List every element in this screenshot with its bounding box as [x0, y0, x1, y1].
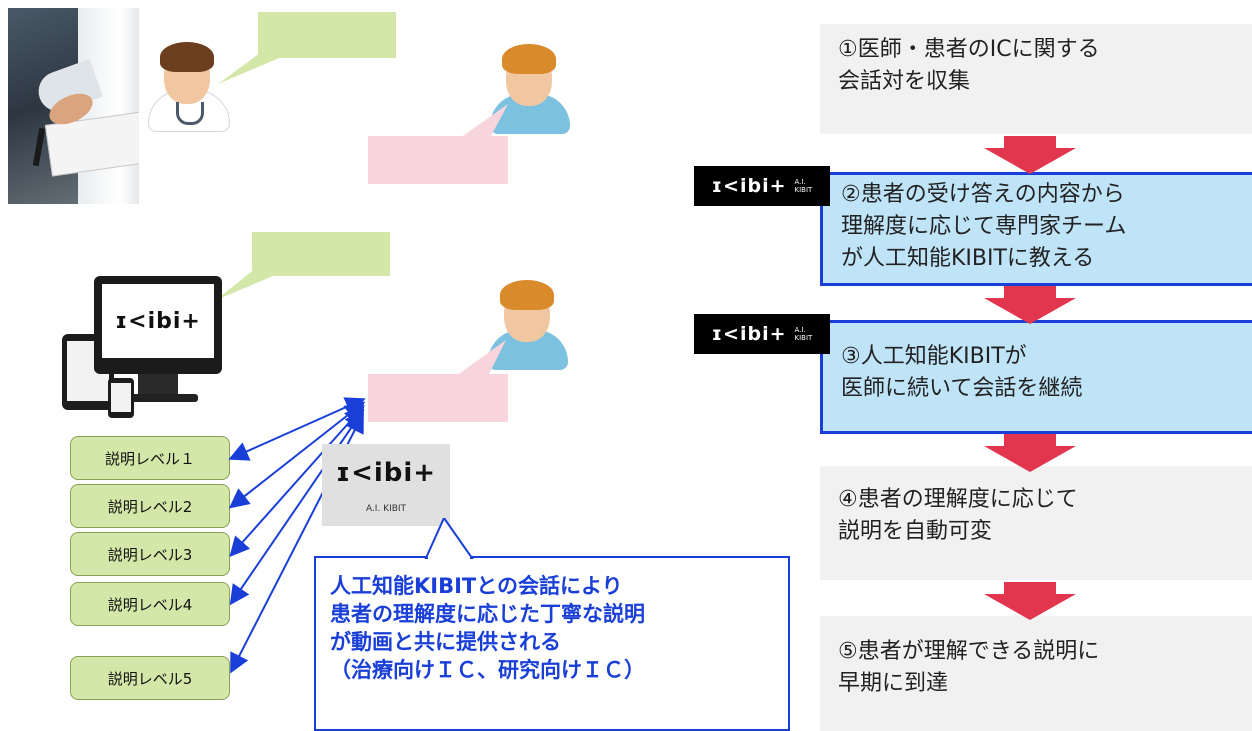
step-5-text: ⑤患者が理解できる説明に 早期に到達 [838, 639, 1100, 696]
down-arrow-icon [984, 434, 1076, 472]
patient-response-tail [456, 340, 506, 376]
down-arrow-icon [984, 136, 1076, 174]
kibit-logo-dark-1: ɪ<ibi+ A.I. KIBIT [694, 166, 830, 206]
step-1: ①医師・患者のICに関する 会話対を収集 [820, 24, 1252, 134]
step-5: ⑤患者が理解できる説明に 早期に到達 [820, 616, 1252, 731]
patient-response-bubble [368, 374, 508, 422]
down-arrow-icon [984, 286, 1076, 324]
patient-avatar-icon [488, 44, 572, 134]
patient-avatar-icon [486, 280, 570, 370]
explanation-level-4: 説明レベル4 [70, 582, 230, 626]
explanation-level-1: 説明レベル１ [70, 436, 230, 480]
doctor-speech-tail [218, 50, 298, 84]
kibit-logo-dark-caption: A.I. KIBIT [794, 326, 813, 342]
monitor-kibit-logo: ɪ<ibi+ [115, 308, 201, 334]
down-arrow-icon [984, 582, 1076, 620]
step-2-text: ②患者の受け答えの内容から 理解度に応じて専門家チーム が人工知能KIBITに教… [841, 182, 1127, 271]
explanation-level-5: 説明レベル5 [70, 656, 230, 700]
step-1-text: ①医師・患者のICに関する 会話対を収集 [838, 37, 1100, 94]
step-2: ②患者の受け答えの内容から 理解度に応じて専門家チーム が人工知能KIBITに教… [820, 172, 1252, 286]
callout-tail [424, 518, 474, 560]
patient-speech-bubble [368, 136, 508, 184]
kibit-logo-dark-caption: A.I. KIBIT [794, 178, 813, 194]
explanation-level-2: 説明レベル2 [70, 484, 230, 528]
kibit-logo-box: ɪ<ibi+ A.I. KIBIT [322, 444, 450, 526]
patient-speech-tail [460, 104, 508, 138]
kibit-logo-caption: A.I. KIBIT [365, 504, 407, 514]
monitor-base [118, 394, 198, 402]
phone-icon [108, 378, 134, 418]
callout-box [314, 556, 790, 731]
kibit-logo-dark-mark: ɪ<ibi+ [711, 175, 787, 197]
monitor-stand [138, 374, 178, 396]
callout-text: 人工知能KIBITとの会話により 患者の理解度に応じた丁寧な説明 が動画と共に提… [330, 574, 645, 682]
kibit-speech-tail [216, 268, 292, 300]
step-3-text: ③人工知能KIBITが 医師に続いて会話を継続 [841, 344, 1083, 401]
explanation-level-3: 説明レベル3 [70, 532, 230, 576]
monitor-icon: ɪ<ibi+ [94, 276, 222, 374]
step-3: ③人工知能KIBITが 医師に続いて会話を継続 [820, 320, 1252, 434]
kibit-logo-dark-mark: ɪ<ibi+ [711, 323, 787, 345]
doctor-avatar-icon [146, 42, 230, 132]
doctor-photo [8, 8, 139, 204]
kibit-logo-dark-2: ɪ<ibi+ A.I. KIBIT [694, 314, 830, 354]
step-4-text: ④患者の理解度に応じて 説明を自動可変 [838, 487, 1078, 544]
step-4: ④患者の理解度に応じて 説明を自動可変 [820, 466, 1252, 580]
kibit-logo-mark: ɪ<ibi+ [335, 458, 437, 488]
